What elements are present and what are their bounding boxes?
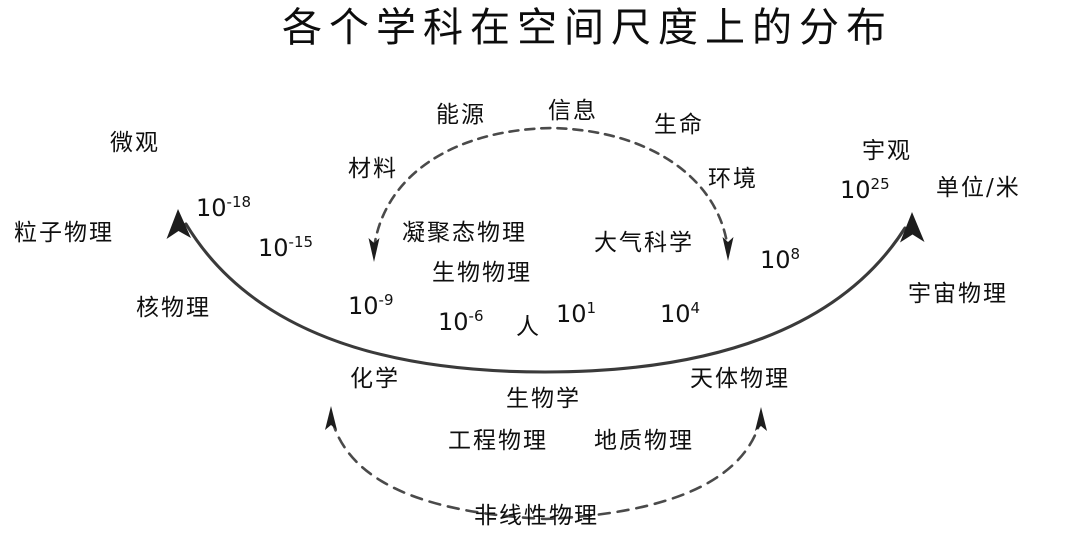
arrowhead-left-micro: [166, 209, 191, 239]
tick-exponent: -6: [468, 307, 484, 325]
tick-exponent: 8: [790, 245, 801, 263]
scale-tick-10e1: 101: [556, 299, 597, 328]
arc-label-materials: 材料: [348, 156, 398, 182]
scale-tick-10e4: 104: [660, 299, 701, 328]
arc-label-information: 信息: [548, 98, 598, 124]
tick-base: 10: [196, 194, 227, 222]
arc-label-energy: 能源: [436, 102, 486, 128]
tick-base: 10: [348, 292, 379, 320]
arc-label-life: 生命: [654, 112, 704, 138]
human-scale-marker: 人: [516, 314, 541, 340]
arrowhead-lower-right-up: [755, 407, 767, 431]
scale-tick-10e-9: 10-9: [348, 291, 394, 320]
arrowhead-lower-left-up: [325, 406, 337, 430]
tick-base: 10: [258, 234, 289, 262]
discipline-cosmic-physics: 宇宙物理: [908, 281, 1008, 307]
discipline-nonlinear-physics: 非线性物理: [474, 503, 599, 529]
scale-tick-10e-15: 10-15: [258, 233, 314, 262]
arc-label-environment: 环境: [708, 166, 758, 192]
upper-dashed-arc: [368, 126, 734, 262]
tick-base: 10: [660, 300, 691, 328]
discipline-engineering-physics: 工程物理: [448, 428, 548, 454]
region-label-micro: 微观: [110, 130, 160, 156]
discipline-biophysics: 生物物理: [432, 260, 532, 286]
arrowhead-upper-right-down: [722, 237, 734, 261]
tick-exponent: 4: [690, 299, 701, 317]
main-scale-arc: [166, 209, 925, 374]
discipline-geophysics: 地质物理: [594, 428, 694, 454]
unit-note: 单位/米: [936, 175, 1021, 201]
tick-base: 10: [760, 246, 791, 274]
discipline-biology: 生物学: [506, 386, 581, 412]
tick-base: 10: [556, 300, 587, 328]
discipline-condensed-matter-physics: 凝聚态物理: [402, 220, 527, 246]
lower-dashed-arc: [325, 406, 767, 521]
tick-base: 10: [438, 308, 469, 336]
region-label-macro: 宇观: [862, 138, 912, 164]
tick-base: 10: [840, 176, 871, 204]
scale-tick-10e25: 1025: [840, 175, 890, 204]
tick-exponent: -9: [378, 291, 394, 309]
tick-exponent: -15: [288, 233, 314, 251]
tick-exponent: 25: [870, 175, 890, 193]
scale-tick-10e-6: 10-6: [438, 307, 484, 336]
scale-tick-10e8: 108: [760, 245, 801, 274]
discipline-nuclear-physics: 核物理: [136, 295, 211, 321]
tick-exponent: 1: [586, 299, 597, 317]
discipline-atmospheric-science: 大气科学: [594, 230, 694, 256]
discipline-astrophysics: 天体物理: [690, 366, 790, 392]
scale-tick-10e-18: 10-18: [196, 193, 252, 222]
arrowhead-right-macro: [900, 212, 925, 243]
arrowhead-upper-left-down: [368, 238, 380, 262]
discipline-particle-physics: 粒子物理: [14, 220, 114, 246]
tick-exponent: -18: [226, 193, 252, 211]
page-title: 各个学科在空间尺度上的分布: [282, 5, 893, 51]
discipline-chemistry: 化学: [350, 366, 400, 392]
